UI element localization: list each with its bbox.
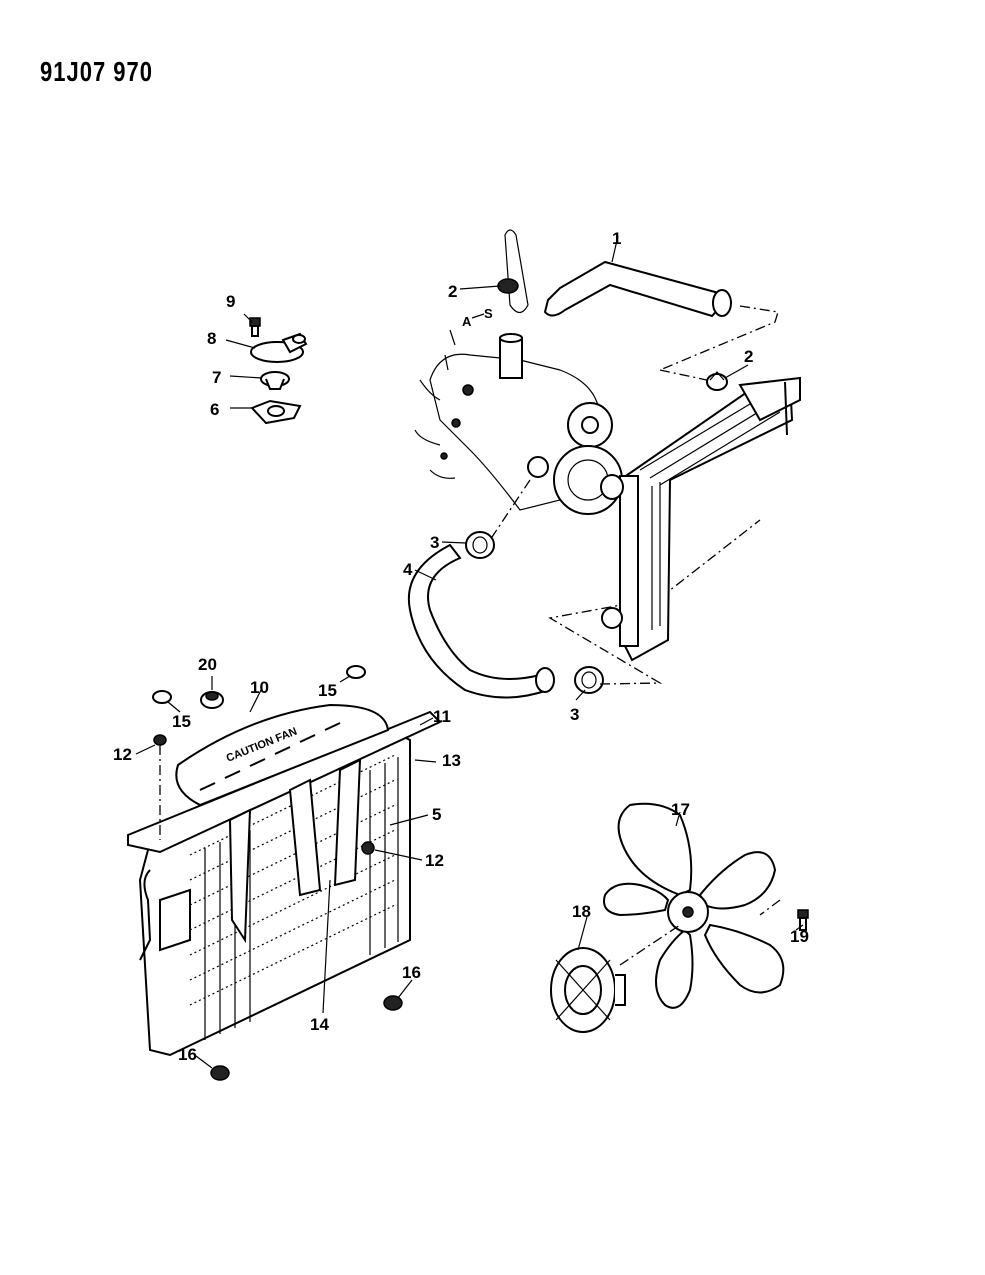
callouts: 1 2 2 3 3 4 5 6 7 8 9 10 11 12 12 13 14 … [113, 229, 809, 1064]
grommet-15a [152, 690, 172, 704]
callout-5: 5 [432, 805, 441, 824]
callout-19: 19 [790, 927, 809, 946]
callout-2b: 2 [744, 347, 753, 366]
upper-hose-1 [504, 229, 779, 383]
callout-3b: 3 [570, 705, 579, 724]
callout-1: 1 [612, 229, 621, 248]
callout-11: 11 [433, 707, 451, 726]
thermostat-group [225, 313, 308, 425]
lower-hose-4 [407, 543, 555, 699]
engine-radiator [600, 376, 801, 662]
bolt-9 [249, 317, 261, 337]
callout-14: 14 [310, 1015, 329, 1034]
water-outlet-housing-8 [250, 332, 308, 363]
callout-15a: 15 [172, 712, 191, 731]
thermostat-7 [260, 371, 290, 390]
svg-text:A: A [462, 314, 472, 329]
grommet-16a [383, 995, 403, 1011]
gasket-6 [250, 399, 302, 425]
callout-8: 8 [207, 329, 216, 348]
hose-clamp-3a [465, 531, 495, 559]
fan-shroud-10: CAUTION FAN [175, 703, 390, 807]
hose-clamp-2b [706, 371, 728, 391]
callout-12a: 12 [113, 745, 132, 764]
callout-12b: 12 [425, 851, 444, 870]
fan-clutch-18 [550, 924, 681, 1033]
condenser-fins [189, 754, 399, 1040]
fan-17 [603, 802, 785, 1009]
bolt-12b [361, 841, 375, 855]
cap-20 [200, 691, 224, 709]
callout-16b: 16 [178, 1045, 197, 1064]
callout-10: 10 [250, 678, 269, 697]
hose-clamp-2a [497, 278, 519, 294]
grommet-16b [210, 1065, 230, 1081]
engine-assembly: A S [414, 306, 623, 515]
callout-4: 4 [403, 560, 413, 579]
svg-text:S: S [484, 306, 493, 321]
callout-16a: 16 [402, 963, 421, 982]
condenser-assembly: CAUTION FAN [127, 665, 442, 1081]
callout-9: 9 [226, 292, 235, 311]
callout-18: 18 [572, 902, 591, 921]
callout-15b: 15 [318, 681, 337, 700]
callout-2a: 2 [448, 282, 457, 301]
leader-lines [135, 235, 804, 1069]
bolt-19 [797, 909, 809, 931]
callout-7: 7 [212, 368, 221, 387]
callout-20: 20 [198, 655, 217, 674]
callout-17: 17 [671, 800, 690, 819]
diagram-code: 91J07 970 [40, 56, 153, 88]
callout-3a: 3 [430, 533, 439, 552]
callout-6: 6 [210, 400, 219, 419]
callout-13: 13 [442, 751, 461, 770]
bolt-12a [153, 734, 167, 840]
grommet-15b [346, 665, 366, 679]
hose-clamp-3b [574, 666, 604, 694]
